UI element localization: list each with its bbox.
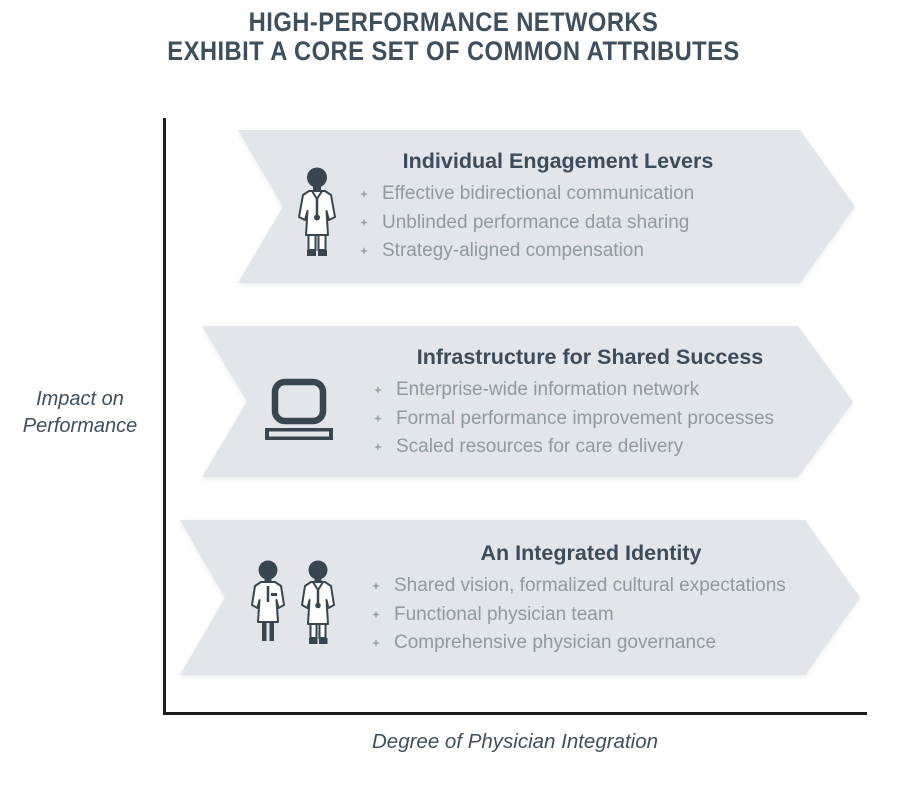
two-physicians-icon [242, 560, 346, 652]
bullet-marker-icon [374, 386, 382, 394]
bullet-item: Shared vision, formalized cultural expec… [370, 572, 812, 601]
bullet-list: Shared vision, formalized cultural expec… [370, 572, 812, 658]
bullet-list: Effective bidirectional communication Un… [358, 180, 758, 266]
bullet-text: Unblinded performance data sharing [382, 211, 690, 233]
arrow-band-shape [202, 326, 853, 477]
bullet-text: Strategy-aligned compensation [382, 240, 644, 261]
bullet-item: Comprehensive physician governance [370, 629, 812, 658]
band-title: Infrastructure for Shared Success [416, 345, 764, 369]
bullet-marker-icon [374, 443, 382, 451]
band-title: An Integrated Identity [480, 541, 702, 565]
band-content: Infrastructure for Shared Success Enterp… [372, 344, 808, 462]
arrow-band-shape [180, 520, 860, 675]
bullet-marker-icon [360, 190, 368, 198]
x-axis-line [163, 712, 867, 715]
bullet-list: Enterprise-wide information network Form… [372, 376, 808, 462]
bullet-marker-icon [360, 218, 368, 227]
band-content: An Integrated Identity Shared vision, fo… [370, 540, 812, 658]
y-axis-line [163, 118, 166, 715]
x-axis-label: Degree of Physician Integration [371, 730, 659, 753]
bullet-text: Scaled resources for care delivery [396, 436, 684, 457]
bullet-item: Strategy-aligned compensation [358, 237, 758, 266]
y-axis-label-line-2: Performance [22, 415, 138, 437]
bullet-text: Effective bidirectional communication [382, 183, 695, 204]
bullet-item: Scaled resources for care delivery [372, 433, 808, 462]
page-title-line-2: EXHIBIT A CORE SET OF COMMON ATTRIBUTES [167, 36, 740, 66]
bullet-item: Functional physician team [370, 601, 812, 630]
bullet-marker-icon [360, 247, 368, 255]
bullet-marker-icon [372, 610, 380, 619]
bullet-item: Formal performance improvement processes [372, 405, 808, 434]
bullet-marker-icon [372, 582, 380, 590]
arrow-band-shape [238, 130, 855, 283]
bullet-marker-icon [374, 414, 382, 423]
bullet-item: Effective bidirectional communication [358, 180, 758, 209]
bullet-text: Comprehensive physician governance [394, 632, 717, 653]
y-axis-label-line-1: Impact on [36, 388, 124, 410]
bullet-text: Functional physician team [394, 603, 614, 625]
page-title: HIGH-PERFORMANCE NETWORKS EXHIBIT A CORE… [54, 8, 852, 66]
computer-icon [260, 378, 338, 442]
band-an-integrated-identity: An Integrated Identity Shared vision, fo… [180, 520, 860, 675]
band-individual-engagement-levers: Individual Engagement Levers Effective b… [238, 130, 855, 283]
y-axis-label: Impact on Performance [0, 386, 160, 440]
band-content: Individual Engagement Levers Effective b… [358, 148, 758, 266]
bullet-item: Unblinded performance data sharing [358, 209, 758, 238]
page-title-line-1: HIGH-PERFORMANCE NETWORKS [248, 7, 659, 37]
bullet-item: Enterprise-wide information network [372, 376, 808, 405]
bullet-text: Shared vision, formalized cultural expec… [394, 575, 786, 596]
band-title: Individual Engagement Levers [402, 149, 714, 173]
bullet-marker-icon [372, 639, 380, 647]
physician-icon [288, 166, 346, 264]
bullet-text: Enterprise-wide information network [396, 379, 700, 400]
band-infrastructure-for-shared-success: Infrastructure for Shared Success Enterp… [202, 326, 853, 477]
bullet-text: Formal performance improvement processes [396, 407, 775, 429]
